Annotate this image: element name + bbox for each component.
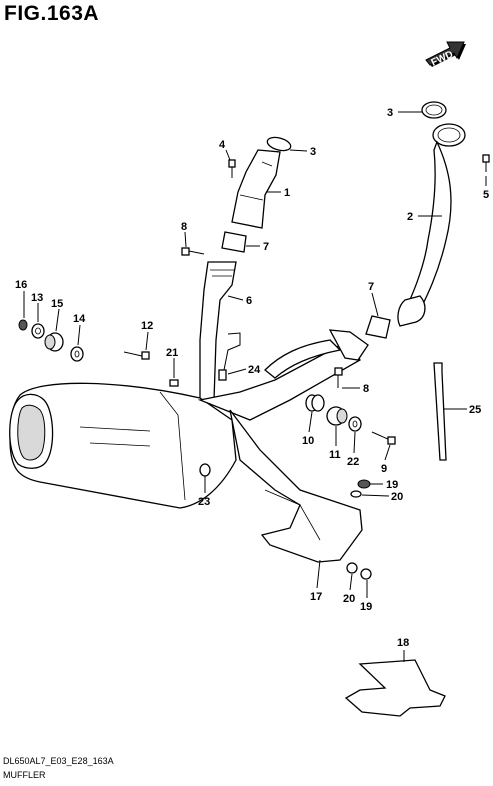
bolt-part xyxy=(228,159,236,178)
callout-20: 20 xyxy=(391,491,403,503)
nut-part xyxy=(357,479,371,489)
callout-6: 6 xyxy=(246,295,252,307)
callout-13: 13 xyxy=(31,292,43,304)
callout-12: 12 xyxy=(141,320,153,332)
collar-part xyxy=(305,394,325,412)
sensor-part xyxy=(218,332,241,381)
callout-19: 19 xyxy=(386,479,398,491)
connector-pipe-part xyxy=(199,261,237,401)
callout-8: 8 xyxy=(181,221,187,233)
figure-title: FIG.163A xyxy=(4,2,100,25)
callout-18: 18 xyxy=(397,637,409,649)
bolt-part xyxy=(482,154,490,172)
grommet-part xyxy=(44,332,64,352)
callout-21: 21 xyxy=(166,347,178,359)
grommet-part xyxy=(326,406,348,426)
callout-16: 16 xyxy=(15,279,27,291)
callout-15: 15 xyxy=(51,298,63,310)
callout-2: 2 xyxy=(407,211,413,223)
callout-8: 8 xyxy=(363,383,369,395)
exhaust-pipe-right-part xyxy=(397,123,466,327)
shield-tape-part xyxy=(344,659,446,717)
muffler-bracket-part xyxy=(197,329,369,421)
callout-22: 22 xyxy=(347,456,359,468)
callout-23: 23 xyxy=(198,496,210,508)
callout-3: 3 xyxy=(310,146,316,158)
bolt-part xyxy=(360,568,372,580)
nut-part xyxy=(199,463,211,477)
gasket-part xyxy=(421,101,447,119)
callout-9: 9 xyxy=(381,463,387,475)
washer-part xyxy=(348,416,362,432)
bolt-part xyxy=(371,431,396,445)
callout-1: 1 xyxy=(284,187,290,199)
callout-7: 7 xyxy=(263,241,269,253)
callout-7: 7 xyxy=(368,281,374,293)
exhaust-pipe-left-part xyxy=(231,149,281,229)
callout-4: 4 xyxy=(219,139,226,151)
callout-20: 20 xyxy=(343,593,355,605)
bolt-part xyxy=(123,351,150,360)
bolt-part xyxy=(181,247,205,256)
pipe-gasket-part xyxy=(221,231,391,339)
fwd-arrow-icon: FWD xyxy=(425,41,466,69)
rear-bracket-part xyxy=(229,409,363,563)
callout-14: 14 xyxy=(73,313,86,325)
muffler-part xyxy=(9,382,237,509)
gasket-part xyxy=(266,136,292,152)
fwd-label: FWD xyxy=(430,49,455,69)
callout-24: 24 xyxy=(248,364,261,376)
washer-part xyxy=(350,490,362,498)
callout-25: 25 xyxy=(469,404,481,416)
diagram-code: DL650AL7_E03_E28_163A xyxy=(3,756,114,766)
washer-part xyxy=(31,323,45,339)
leader-lines xyxy=(23,111,487,662)
clip-part xyxy=(169,379,179,387)
bolt-part xyxy=(334,367,343,388)
callout-labels: 3 3 4 5 1 2 8 7 7 6 16 13 15 14 12 21 24… xyxy=(15,107,489,649)
callout-10: 10 xyxy=(302,435,314,447)
callout-3: 3 xyxy=(387,107,393,119)
callout-11: 11 xyxy=(329,449,341,461)
collar-part xyxy=(70,346,84,362)
callout-17: 17 xyxy=(310,591,322,603)
washer-part xyxy=(18,319,28,331)
callout-19: 19 xyxy=(360,601,372,613)
section-name: MUFFLER xyxy=(3,770,46,780)
callout-5: 5 xyxy=(483,189,489,201)
washer-part xyxy=(346,562,358,574)
tie-strap-part xyxy=(433,362,447,461)
